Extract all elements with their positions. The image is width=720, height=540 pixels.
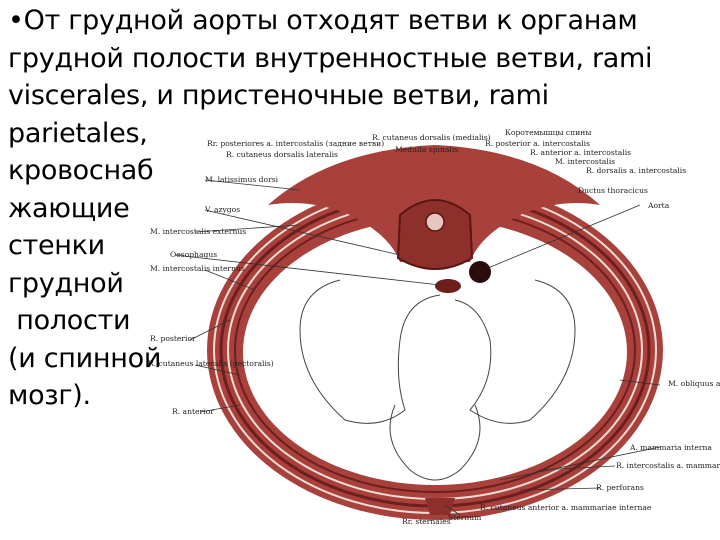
text-line-3: viscerales, и пристеночные ветви, rami [8,77,720,115]
text-line-7: стенки [8,227,720,265]
text-line-9: полости [8,302,720,340]
text-line-8: грудной [8,265,720,303]
text-line-11: мозг). [8,377,720,415]
label-internal-mammary: A. mammaria interna [629,443,712,452]
label-sternal-branches: Rr. sternales [402,517,451,526]
label-mammary-intercostal: R. intercostalis a. mammariae internae [616,461,720,470]
text-line-4: parietales, [8,115,720,153]
text-line-6: жающие [8,190,720,228]
label-sternum: Sternum [448,513,481,522]
text-line-2: грудной полости внутренностные ветви, ra… [8,40,720,78]
label-perforating: R. perforans [596,483,644,492]
label-anterior-cutaneous: R. cutaneus anterior a. mammariae intern… [480,503,652,512]
text-line-5: кровоснаб [8,152,720,190]
text-line-1: •От грудной аорты отходят ветви к органа… [8,2,720,40]
text-line-10: (и спинной [8,340,720,378]
slide-body-text: •От грудной аорты отходят ветви к органа… [8,2,720,415]
